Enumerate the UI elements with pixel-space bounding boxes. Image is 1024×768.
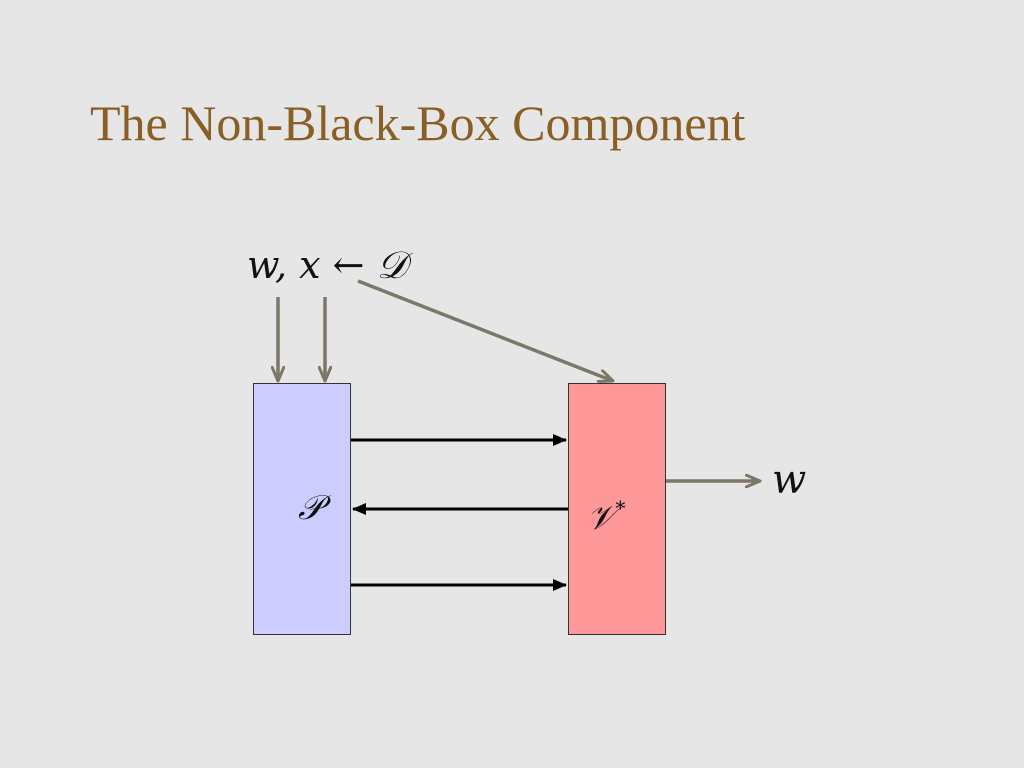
slide-title: The Non-Black-Box Component xyxy=(90,95,746,151)
verifier-symbol: 𝒱 xyxy=(587,498,616,538)
prover-box: 𝒫 xyxy=(253,383,351,635)
verifier-box: 𝒱* xyxy=(568,383,666,635)
verifier-superscript: * xyxy=(615,496,626,520)
statement-to-verifier-arrow xyxy=(357,279,613,381)
verifier-label: 𝒱* xyxy=(587,488,625,538)
prover-label: 𝒫 xyxy=(298,488,323,528)
output-witness-label: w xyxy=(772,457,807,503)
input-distribution-label: w, x ← 𝒟 xyxy=(247,243,407,287)
